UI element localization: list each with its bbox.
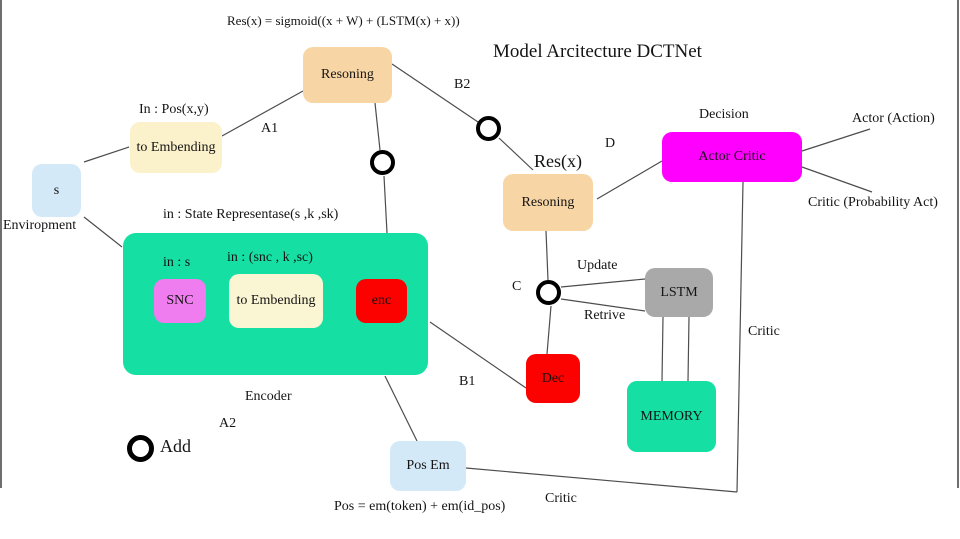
add-legend-ring-icon	[127, 435, 154, 462]
edge-ring-c-to-lstm-retrive	[560, 298, 646, 312]
node-to-embedding-left: to Embending	[130, 122, 222, 173]
node-resoning-top: Resoning	[303, 47, 392, 103]
edge-ring-c-to-dec	[546, 305, 552, 355]
node-to-embedding-inner-label: to Embending	[236, 293, 316, 309]
node-memory-label: MEMORY	[640, 408, 703, 424]
node-lstm: LSTM	[645, 268, 713, 317]
add-junction-ring-c	[536, 280, 561, 305]
node-to-embedding-inner: to Embending	[229, 274, 323, 328]
label-a2: A2	[219, 416, 237, 431]
edge-embedding-to-resoning-a1	[221, 90, 304, 137]
label-b2: B2	[454, 77, 471, 92]
edge-ring-mid-to-encoder	[383, 175, 388, 234]
edge-ring-c-to-lstm-update	[560, 278, 646, 288]
label-update: Update	[577, 258, 618, 273]
label-res-x: Res(x)	[534, 151, 582, 171]
label-state-representase: in : State Representase(s ,k ,sk)	[163, 207, 339, 222]
label-actor-action: Actor (Action)	[852, 111, 935, 126]
edge-resoning-to-ring-mid	[374, 102, 381, 151]
formula-bottom: Pos = em(token) + em(id_pos)	[334, 499, 506, 514]
node-memory: MEMORY	[627, 381, 716, 452]
label-retrive: Retrive	[584, 308, 626, 323]
edge-lstm-to-memory-2	[687, 316, 690, 382]
edge-posem-to-critic-line	[465, 467, 738, 493]
node-resoning-right: Resoning	[503, 174, 593, 231]
node-to-embedding-left-label: to Embending	[136, 139, 216, 155]
edge-resoning2-to-ring-c	[545, 230, 549, 281]
label-critic-right: Critic	[748, 324, 780, 339]
node-s-label: s	[53, 182, 60, 198]
edge-resoning2-to-actorcritic-d	[596, 160, 663, 200]
node-actor-critic: Actor Critic	[662, 132, 802, 182]
label-in-pos: In : Pos(x,y)	[139, 102, 209, 117]
label-d: D	[605, 136, 616, 151]
label-critic-bottom: Critic	[545, 491, 577, 506]
edge-ring-b2-to-resx	[498, 137, 534, 171]
node-lstm-label: LSTM	[660, 284, 698, 300]
add-junction-ring-b2	[476, 116, 501, 141]
formula-top: Res(x) = sigmoid((x + W) + (LSTM(x) + x)…	[227, 13, 460, 28]
label-c: C	[512, 279, 522, 294]
node-pos-em: Pos Em	[390, 441, 466, 491]
node-snc: SNC	[154, 279, 206, 323]
node-dec: Dec	[526, 354, 580, 403]
edge-actorcritic-to-actor	[801, 128, 871, 152]
label-a1: A1	[261, 121, 279, 136]
node-resoning-right-label: Resoning	[521, 194, 575, 210]
label-critic-probability: Critic (Probability Act)	[808, 195, 938, 210]
edge-encoder-to-dec-b1	[429, 321, 527, 389]
edge-s-to-encoder	[83, 216, 123, 248]
node-resoning-top-label: Resoning	[321, 67, 374, 83]
edge-lstm-to-memory-1	[661, 316, 664, 382]
node-snc-label: SNC	[166, 293, 194, 309]
label-add-legend: Add	[160, 436, 191, 456]
label-in-snc: in : (snc , k ,sc)	[227, 250, 313, 265]
node-pos-em-label: Pos Em	[406, 458, 450, 474]
label-b1: B1	[459, 374, 476, 389]
edge-actorcritic-to-criticprob	[801, 166, 873, 193]
label-encoder: Encoder	[245, 389, 292, 404]
node-s: s	[32, 164, 81, 217]
node-enc-label: enc	[371, 293, 392, 309]
label-in-s: in : s	[163, 255, 191, 270]
add-junction-ring-mid	[370, 150, 395, 175]
edge-resoning-to-ring-b2	[391, 63, 479, 123]
edge-encoder-to-posem	[384, 375, 418, 442]
node-dec-label: Dec	[541, 370, 565, 386]
edge-actorcritic-down-critic	[736, 181, 744, 493]
node-enc: enc	[356, 279, 407, 323]
edge-s-to-embedding	[83, 146, 130, 163]
page-title: Model Arcitecture DCTNet	[493, 41, 702, 62]
label-enviropment: Enviropment	[3, 218, 77, 233]
node-actor-critic-label: Actor Critic	[698, 149, 766, 165]
label-decision: Decision	[699, 107, 749, 122]
